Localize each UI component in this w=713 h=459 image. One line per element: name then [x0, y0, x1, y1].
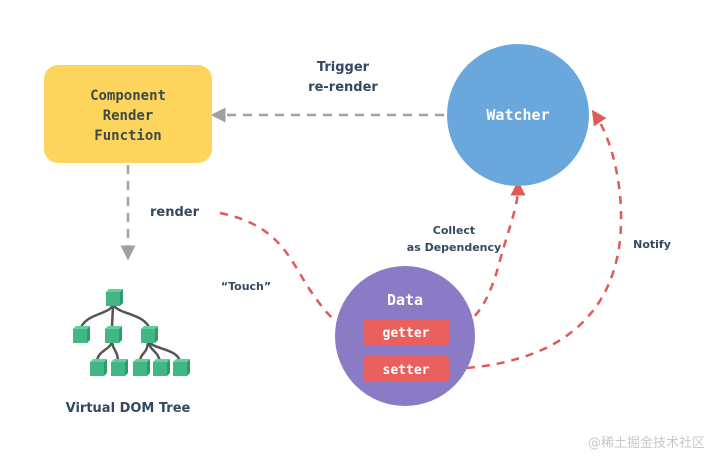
- vdom-node-cube: [111, 359, 128, 376]
- trigger-label-line-2: re-render: [308, 80, 378, 95]
- watcher-node: Watcher: [447, 44, 589, 186]
- vdom-node-cube: [73, 326, 90, 343]
- component-line-2: Render: [103, 108, 154, 124]
- getter-label: getter: [383, 326, 430, 341]
- vdom-node-cube: [90, 359, 107, 376]
- vdom-label: Virtual DOM Tree: [66, 401, 191, 416]
- collect-label-line-2: as Dependency: [407, 241, 501, 254]
- vdom-node-cube: [105, 326, 122, 343]
- data-node: Data getter setter: [335, 266, 475, 406]
- notify-label: Notify: [633, 238, 671, 251]
- vdom-node-cube: [141, 326, 158, 343]
- getter-pill: [363, 319, 449, 345]
- virtual-dom-tree: [78, 302, 182, 363]
- vdom-node-cube: [133, 359, 150, 376]
- trigger-label-line-1: Trigger: [317, 60, 370, 75]
- watcher-label: Watcher: [486, 106, 549, 124]
- component-render-function-node: Component Render Function: [44, 65, 212, 163]
- touch-label: “Touch”: [221, 280, 271, 293]
- vdom-node-cube: [173, 359, 190, 376]
- vdom-node-cube: [106, 289, 123, 306]
- notify-arrow: [451, 109, 623, 371]
- collect-label-line-1: Collect: [433, 224, 475, 237]
- component-line-3: Function: [94, 128, 161, 144]
- setter-pill: [363, 356, 449, 382]
- watermark: @稀土掘金技术社区: [588, 435, 705, 451]
- setter-label: setter: [383, 363, 430, 378]
- data-label: Data: [387, 291, 423, 309]
- vdom-node-cube: [153, 359, 170, 376]
- component-line-1: Component: [90, 88, 166, 104]
- touch-arrow: [219, 211, 363, 336]
- render-label: render: [150, 205, 200, 220]
